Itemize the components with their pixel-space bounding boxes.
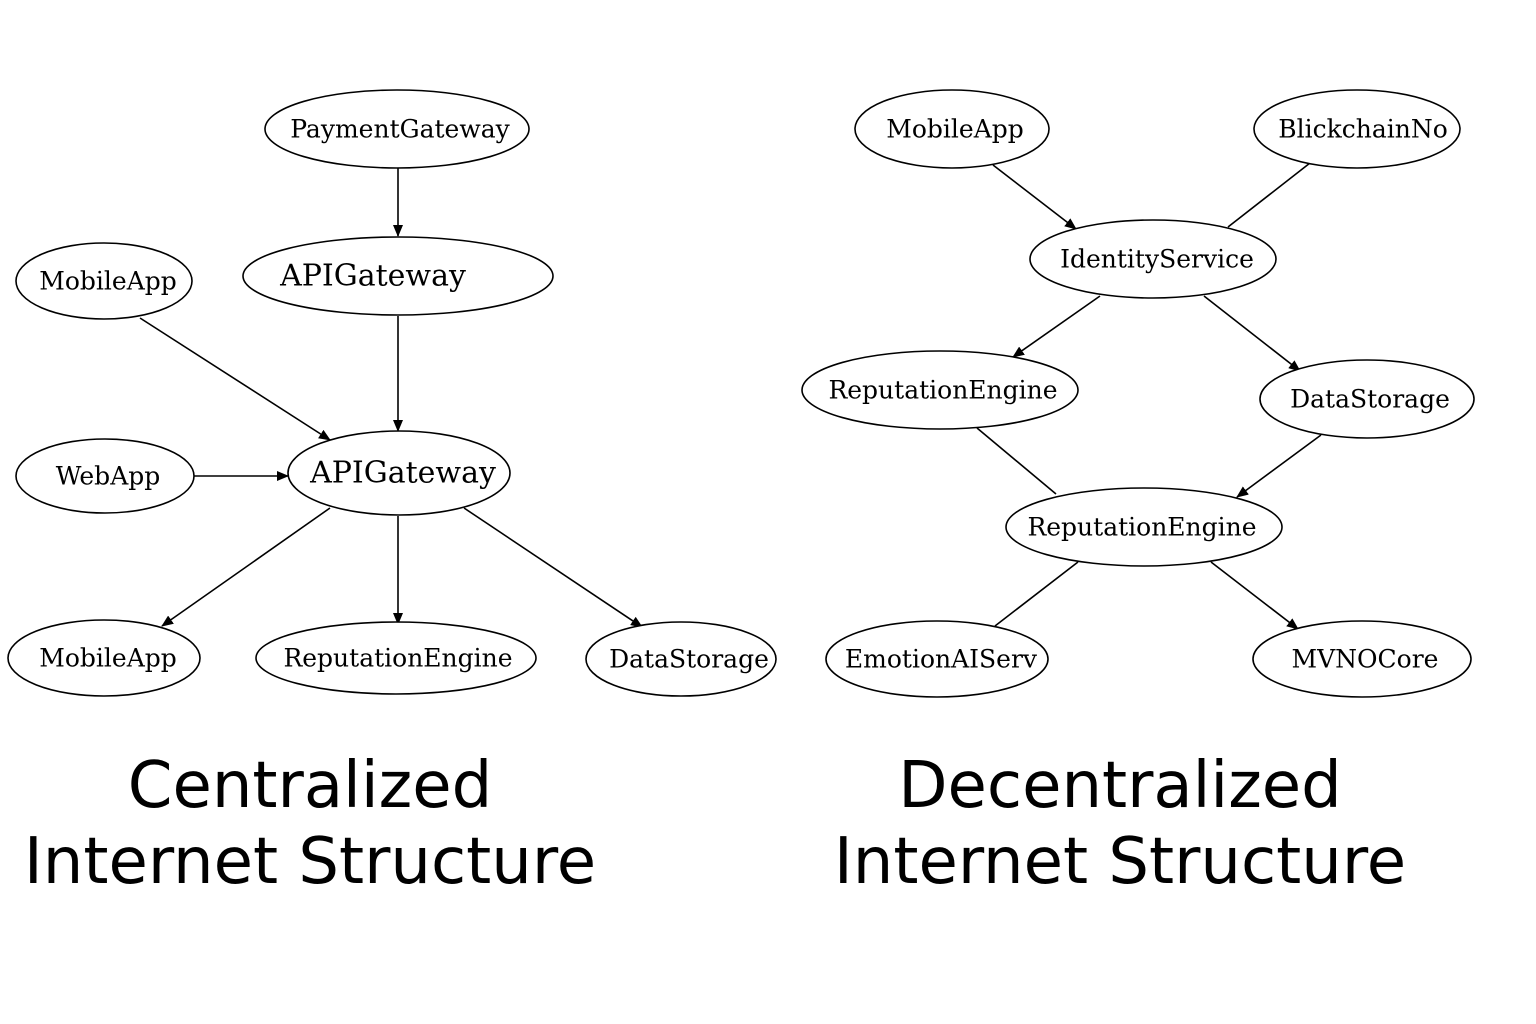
node-label: DataStorage <box>609 645 769 674</box>
node-emotion-ai-service: EmotionAIServ <box>825 620 1049 698</box>
node-label: MobileApp <box>39 644 177 673</box>
node-reputation-engine-top: ReputationEngine <box>801 350 1079 430</box>
node-label: APIGateway <box>279 259 466 294</box>
node-mobile-app: MobileApp <box>854 89 1050 169</box>
node-label: BlickchainNo <box>1278 115 1448 144</box>
node-api-gateway-center: APIGateway <box>287 430 511 516</box>
node-label: DataStorage <box>1290 385 1450 414</box>
node-reputation-engine-center: ReputationEngine <box>1005 487 1283 567</box>
node-reputation-engine: ReputationEngine <box>255 621 537 695</box>
decentralized-title-line-2: Internet Structure <box>833 825 1407 899</box>
node-data-storage: DataStorage <box>585 621 777 697</box>
node-label: PaymentGateway <box>290 115 510 144</box>
edge-reputation-engine-center-to-mvno-core <box>1210 561 1299 630</box>
centralized-edges <box>139 168 643 628</box>
node-data-storage: DataStorage <box>1259 359 1475 439</box>
node-label: WebApp <box>56 462 161 491</box>
node-label: EmotionAIServ <box>845 645 1038 674</box>
edge-reputation-engine-top-to-reputation-engine-center <box>976 427 1057 495</box>
node-label: IdentityService <box>1060 245 1254 274</box>
node-label: MobileApp <box>886 115 1024 144</box>
decentralized-caption: Decentralized Internet Structure <box>830 748 1410 900</box>
node-label: APIGateway <box>309 456 496 491</box>
node-label: MobileApp <box>39 267 177 296</box>
edge-blockchain-node-to-identity-service <box>1227 162 1311 228</box>
edge-identity-service-to-reputation-engine-top <box>1012 295 1101 358</box>
centralized-title-line-2: Internet Structure <box>23 825 597 899</box>
decentralized-edges <box>976 162 1322 630</box>
edge-reputation-engine-center-to-emotion-ai-service <box>994 561 1079 627</box>
edge-identity-service-to-data-storage <box>1203 295 1301 372</box>
node-mobile-app-top: MobileApp <box>15 242 193 320</box>
edge-api-gateway-center-to-data-storage <box>463 507 643 628</box>
node-blockchain-node: BlickchainNo <box>1253 89 1461 169</box>
node-label: ReputationEngine <box>828 376 1057 405</box>
decentralized-title-line-1: Decentralized <box>898 749 1342 823</box>
edge-mobile-app-to-identity-service <box>992 164 1077 230</box>
node-identity-service: IdentityService <box>1029 219 1277 299</box>
node-label: ReputationEngine <box>283 644 512 673</box>
edge-api-gateway-center-to-mobile-app <box>161 507 331 627</box>
node-payment-gateway: PaymentGateway <box>264 89 530 169</box>
edge-data-storage-to-reputation-engine-center <box>1236 434 1322 498</box>
centralized-caption: Centralized Internet Structure <box>20 748 600 900</box>
node-label: ReputationEngine <box>1027 513 1256 542</box>
node-api-gateway-top: APIGateway <box>242 236 554 316</box>
node-web-app: WebApp <box>15 438 195 514</box>
edge-mobile-app-to-api-gateway-center <box>139 317 331 441</box>
centralized-title-line-1: Centralized <box>127 749 493 823</box>
node-mvno-core: MVNOCore <box>1252 620 1472 698</box>
node-label: MVNOCore <box>1292 645 1439 674</box>
node-mobile-app-bottom: MobileApp <box>7 619 201 697</box>
